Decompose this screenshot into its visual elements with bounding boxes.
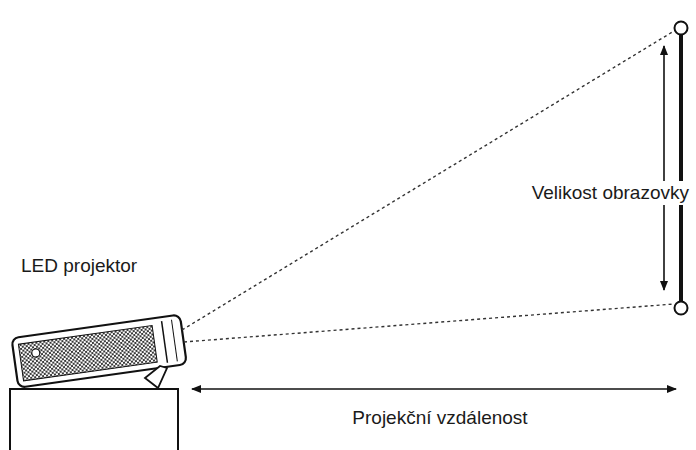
dimension-arrow [663, 46, 665, 290]
projector-foot [145, 366, 167, 388]
dimension-arrow [192, 388, 676, 390]
screen-end [675, 302, 688, 315]
dimension-label: Velikost obrazovky [529, 181, 692, 205]
projector-body [11, 315, 186, 388]
screen [679, 35, 683, 301]
device-label: LED projektor [18, 254, 140, 278]
screen-end [675, 22, 688, 35]
dimension-label: Projekční vzdálenost [349, 406, 530, 430]
table-box [10, 389, 178, 450]
beam-line [184, 304, 674, 342]
